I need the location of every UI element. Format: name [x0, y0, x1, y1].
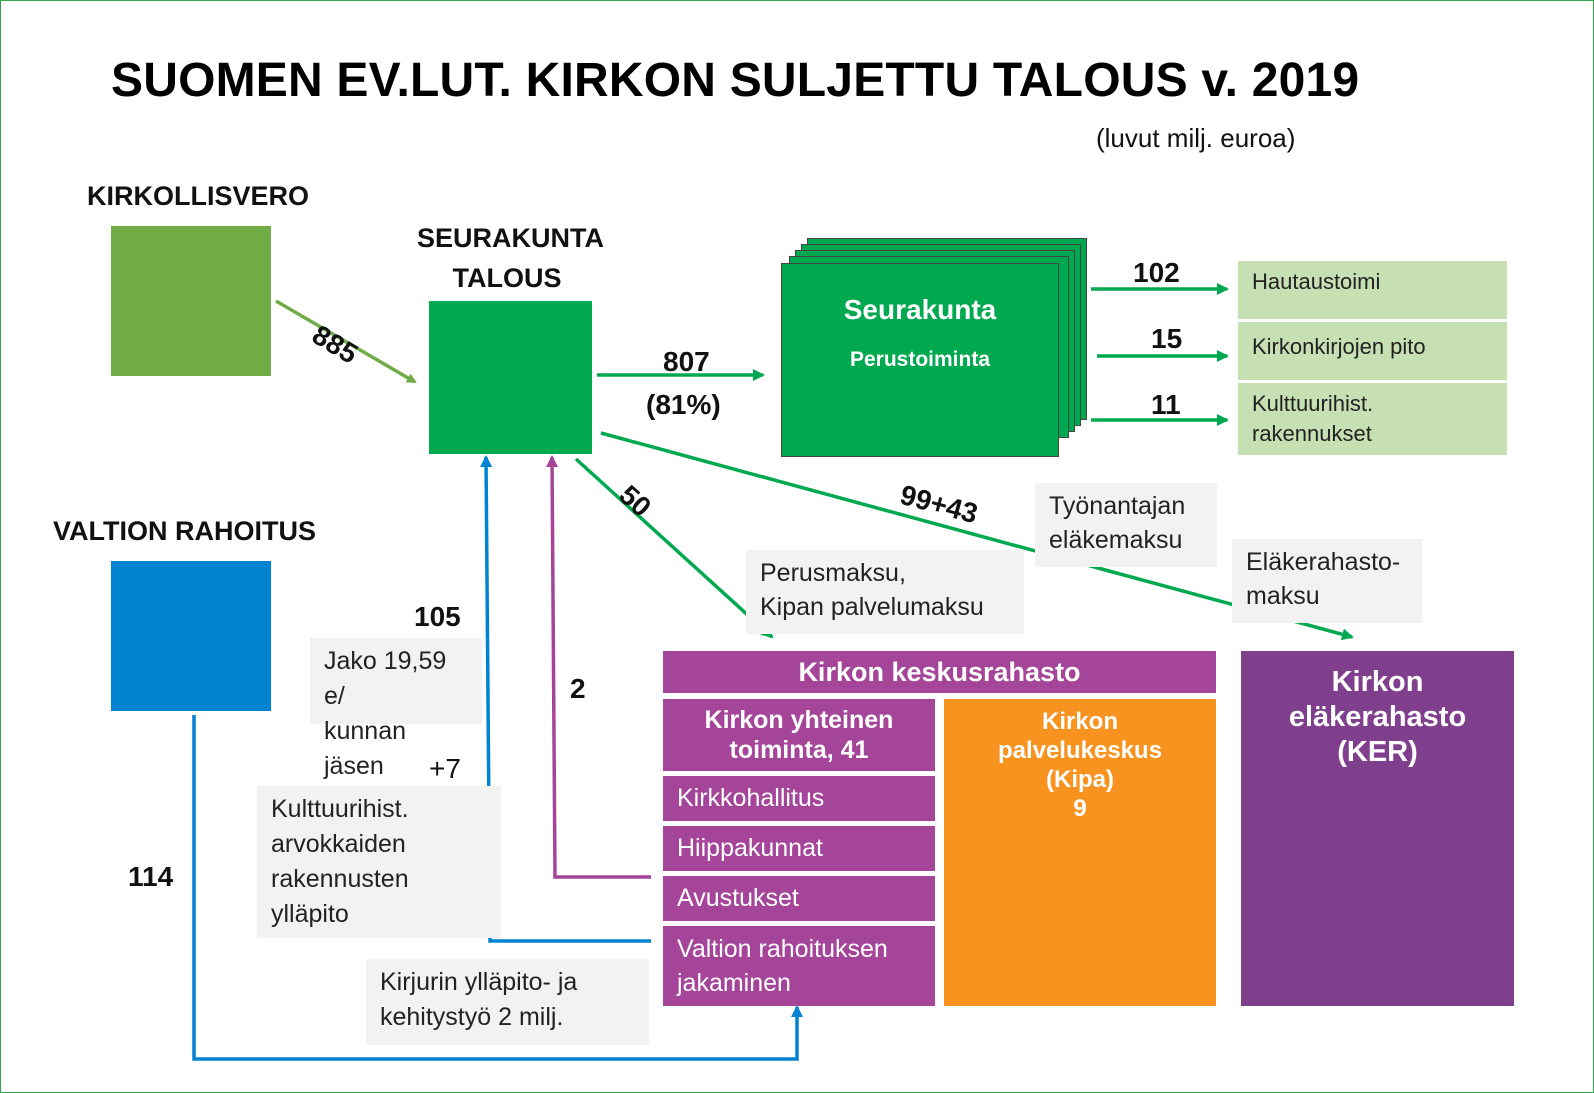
arrow-grants-to-parish [546, 455, 651, 879]
tax-box [111, 226, 271, 376]
operations-subtitle: Perustoiminta [849, 348, 991, 371]
flow-2: 2 [570, 673, 586, 704]
service-amount-1: 102 [1133, 257, 1180, 288]
label-distribution: Jako 19,59 e/ kunnan jäsen [310, 638, 482, 780]
parish-box [429, 301, 592, 454]
label-base-fee: Perusmaksu, Kipan palvelumaksu [746, 550, 1024, 634]
label-pension-fund-fee: Eläkerahasto- maksu [1232, 539, 1422, 623]
central-fund-row-hiippakunnat: Hiippakunnat [663, 826, 935, 871]
service-rakennukset: Kulttuurihist. rakennukset [1238, 383, 1507, 455]
page-subtitle: (luvut milj. euroa) [1096, 123, 1296, 153]
central-fund-header: Kirkon keskusrahasto [663, 651, 1216, 693]
arrow-parish-to-pension [600, 431, 1354, 641]
service-kirkonkirjat: Kirkonkirjojen pito [1238, 322, 1507, 380]
central-fund-joint: Kirkon yhteinen toiminta, 41 [663, 699, 935, 771]
service-amount-3: 11 [1151, 389, 1181, 420]
service-amount-2: 15 [1151, 323, 1183, 354]
state-label: VALTION RAHOITUS [53, 516, 316, 546]
flow-807-share: (81%) [646, 389, 721, 420]
central-fund-row-avustukset: Avustukset [663, 876, 935, 921]
arrow-state-to-fund [192, 715, 803, 1061]
arrow-tax-to-parish [275, 299, 417, 384]
arrow-parish-to-fund [574, 457, 774, 639]
page-title: SUOMEN EV.LUT. KIRKON SULJETTU TALOUS v.… [111, 54, 1360, 107]
flow-plus-7: +7 [429, 753, 461, 784]
operations-title: Seurakunta [843, 294, 997, 325]
kipa-box: Kirkon palvelukeskus (Kipa) 9 [944, 699, 1216, 1006]
central-fund-row-state-distribution: Valtion rahoituksen jakaminen [663, 926, 935, 1006]
arrow-state-distribution-to-parish [480, 455, 651, 943]
service-hautaustoimi: Hautaustoimi [1238, 261, 1507, 319]
flow-105: 105 [414, 601, 461, 632]
state-box [111, 561, 271, 711]
pension-fund-box: Kirkon eläkerahasto (KER) [1241, 651, 1514, 1006]
parish-label: SEURAKUNTA TALOUS [417, 223, 604, 293]
central-fund-row-kirkkohallitus: Kirkkohallitus [663, 776, 935, 821]
label-employer-pension: Työnantajan eläkemaksu [1035, 483, 1217, 567]
label-registry: Kirjurin ylläpito- ja kehitystyö 2 milj. [366, 959, 649, 1045]
tax-label: KIRKOLLISVERO [87, 181, 310, 211]
operations-box: Seurakunta Perustoiminta [781, 263, 1059, 457]
label-heritage: Kulttuurihist. arvokkaiden rakennusten y… [257, 786, 501, 938]
flow-114: 114 [128, 861, 174, 892]
flow-807: 807 [663, 346, 710, 377]
